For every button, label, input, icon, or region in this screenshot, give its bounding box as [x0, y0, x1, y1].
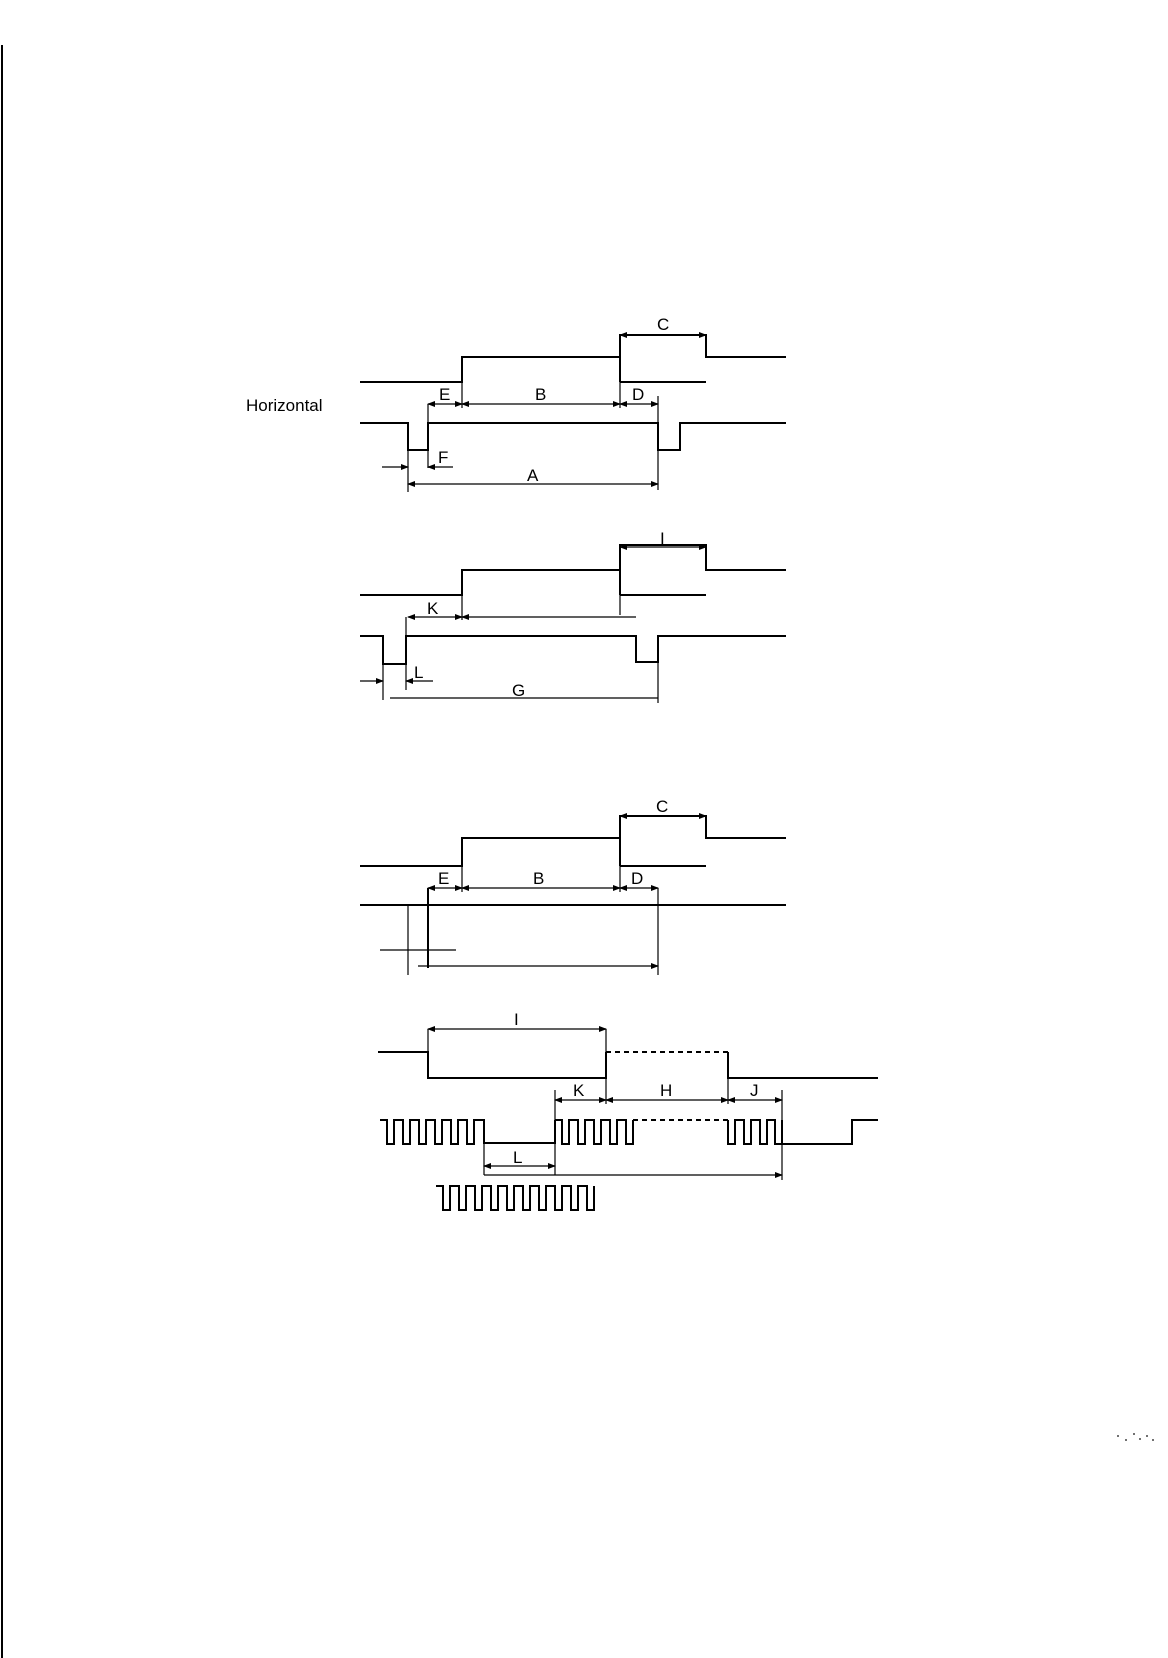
diagram-2: I K L G [360, 529, 786, 703]
d2-bottom-waveform [360, 636, 786, 664]
d2-label-k: K [427, 599, 439, 618]
side-label-horizontal: Horizontal [246, 396, 323, 415]
d4-label-i: I [514, 1010, 519, 1029]
d3-label-e: E [438, 869, 449, 888]
d1-label-c: C [657, 315, 669, 334]
d1-label-a: A [527, 466, 539, 485]
d3-label-d: D [631, 869, 643, 888]
d4-label-j: J [750, 1081, 759, 1100]
d4-pulse-train-right [728, 1120, 878, 1144]
d2-top-waveform [360, 545, 786, 595]
diagram-4: I K H J L [378, 1010, 878, 1210]
d4-lower-pulse-train [436, 1186, 594, 1210]
d4-label-l: L [513, 1148, 522, 1167]
d4-label-k: K [573, 1081, 585, 1100]
d1-bottom-waveform [360, 423, 786, 450]
d1-label-f: F [438, 448, 448, 467]
d3-label-b: B [533, 869, 544, 888]
d2-label-i: I [660, 529, 665, 548]
diagram-1: Horizontal C E B D F A [246, 315, 786, 492]
diagram-3: C E B D [360, 797, 786, 975]
d4-pulse-train-left [380, 1120, 555, 1144]
d1-label-d: D [632, 385, 644, 404]
scan-specks [1117, 1433, 1154, 1441]
d4-label-h: H [660, 1081, 672, 1100]
d3-label-c: C [656, 797, 668, 816]
d2-label-l: L [414, 663, 423, 682]
d2-label-g: G [512, 681, 525, 700]
d1-top-waveform [360, 335, 786, 382]
d4-top-waveform [378, 1052, 606, 1078]
d1-label-b: B [535, 385, 546, 404]
d3-top-waveform [360, 816, 786, 866]
d4-right-waveform [728, 1052, 878, 1078]
d1-label-e: E [439, 385, 450, 404]
d4-pulse-train-mid [555, 1120, 633, 1144]
